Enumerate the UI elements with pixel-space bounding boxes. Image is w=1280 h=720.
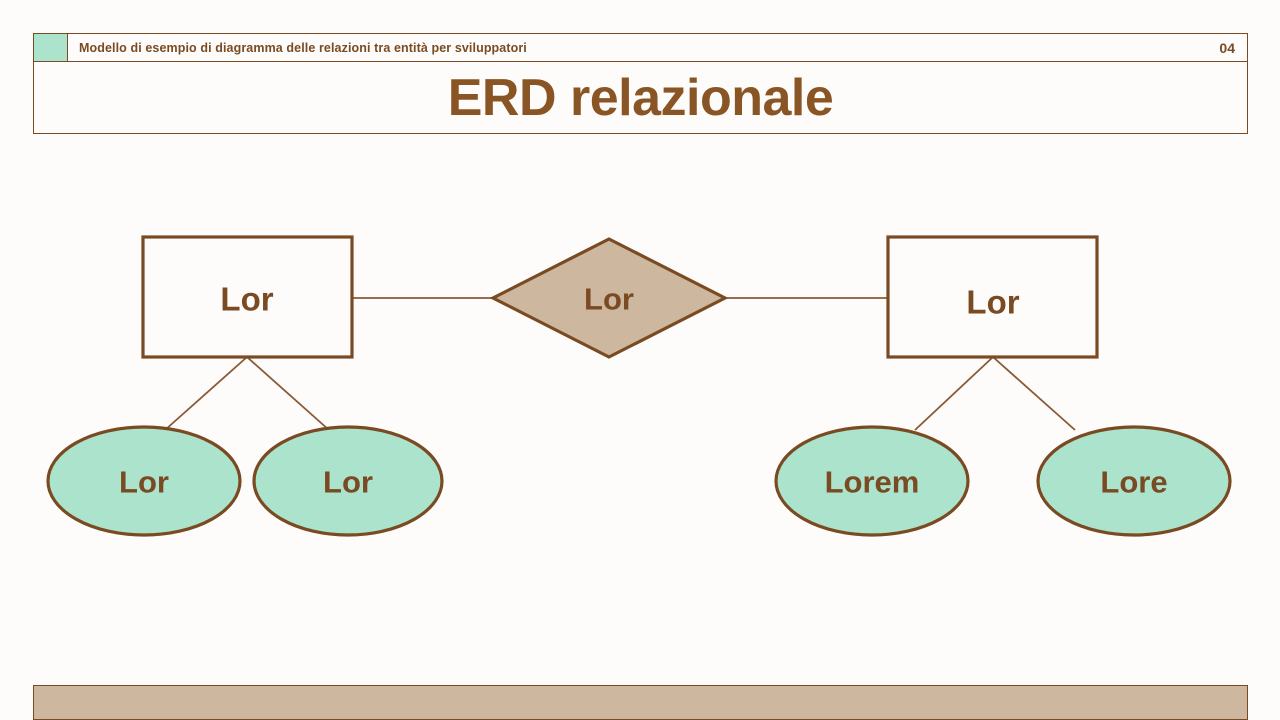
erd-diagram-svg: Lor Lor Lor Lor Lor [46, 235, 1232, 537]
relationship-center-label: Lor [584, 282, 634, 317]
attribute-4-label: Lore [1100, 465, 1167, 500]
entity-right-label: Lor [966, 284, 1019, 321]
entity-left[interactable]: Lor [141, 235, 354, 359]
relationship-center[interactable]: Lor [489, 237, 729, 359]
entity-right-shape [886, 235, 1099, 359]
page-number: 04 [1219, 39, 1235, 56]
title-frame: ERD relazionale [33, 62, 1248, 134]
footer-bar [33, 685, 1248, 720]
attribute-1-label: Lor [119, 465, 169, 500]
attribute-4-shape [1036, 425, 1232, 537]
connector-entity-right-to-attribute-4 [992, 356, 1076, 431]
attribute-2-label: Lor [323, 465, 373, 500]
connector-entity-left-to-attribute-2 [246, 356, 330, 431]
header-bar: Modello di esempio di diagramma delle re… [33, 33, 1248, 62]
connector-entity-right-to-attribute-3 [914, 356, 994, 431]
attribute-1[interactable]: Lor [46, 425, 242, 537]
connector-entity-left-to-attribute-1 [164, 356, 248, 431]
attribute-3-shape [774, 425, 970, 537]
header-subtitle: Modello di esempio di diagramma delle re… [79, 40, 527, 55]
entity-right[interactable]: Lor [886, 235, 1099, 359]
entity-left-label: Lor [220, 281, 273, 318]
entity-left-shape [141, 235, 354, 359]
page-title: ERD relazionale [447, 68, 834, 127]
green-square-icon [34, 34, 68, 61]
attribute-1-shape [46, 425, 242, 537]
attribute-2[interactable]: Lor [252, 425, 444, 537]
attribute-3-label: Lorem [825, 465, 920, 500]
erd-diagram: Lor Lor Lor Lor Lor [0, 150, 1280, 620]
attribute-4[interactable]: Lore [1036, 425, 1232, 537]
attribute-3[interactable]: Lorem [774, 425, 970, 537]
relationship-center-shape [489, 237, 729, 359]
attribute-2-shape [252, 425, 444, 537]
